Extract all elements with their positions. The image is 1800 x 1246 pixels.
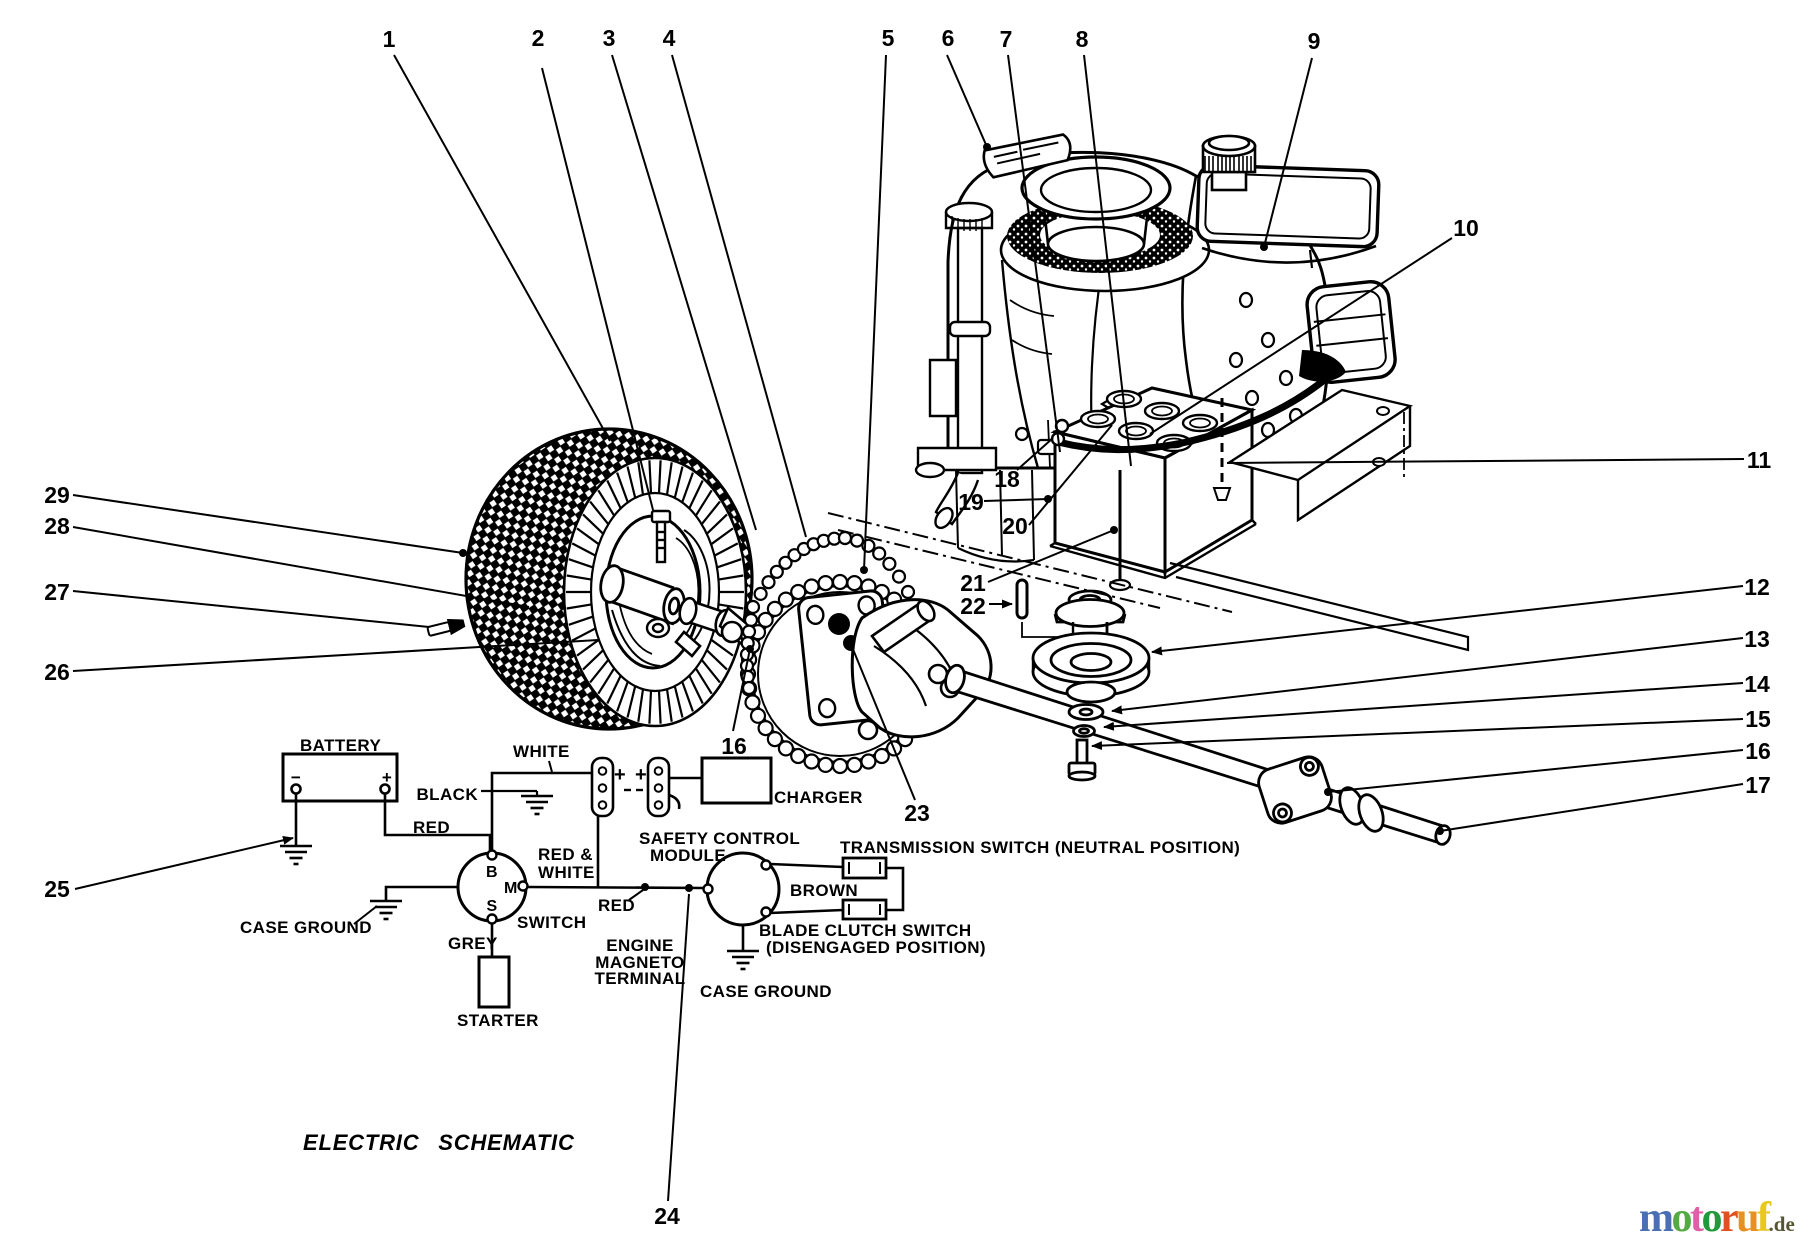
svg-text:SAFETY CONTROL: SAFETY CONTROL [639, 829, 800, 848]
svg-text:1: 1 [383, 26, 396, 52]
svg-text:S: S [486, 898, 497, 915]
svg-text:WHITE: WHITE [538, 863, 595, 882]
svg-text:RED: RED [598, 896, 635, 915]
svg-text:15: 15 [1745, 706, 1771, 732]
svg-text:BLADE CLUTCH SWITCH: BLADE CLUTCH SWITCH [759, 921, 972, 940]
svg-text:CASE GROUND: CASE GROUND [700, 982, 832, 1001]
svg-text:ELECTRIC SCHEMATIC: ELECTRIC SCHEMATIC [303, 1130, 575, 1155]
svg-text:MODULE: MODULE [650, 846, 726, 865]
svg-text:WHITE: WHITE [513, 742, 570, 761]
svg-text:13: 13 [1744, 626, 1770, 652]
svg-text:SWITCH: SWITCH [517, 913, 586, 932]
svg-text:17: 17 [1745, 772, 1771, 798]
svg-text:RED &: RED & [538, 845, 593, 864]
svg-text:motoruf.de: motoruf.de [1639, 1195, 1795, 1241]
svg-text:MAGNETO: MAGNETO [595, 953, 684, 972]
svg-text:+: + [382, 768, 392, 787]
svg-text:B: B [486, 864, 498, 881]
svg-text:14: 14 [1744, 671, 1770, 697]
svg-text:GREY: GREY [448, 934, 498, 953]
svg-text:4: 4 [663, 25, 676, 51]
svg-text:(DISENGAGED POSITION): (DISENGAGED POSITION) [766, 938, 986, 957]
svg-text:22: 22 [960, 593, 986, 619]
svg-text:12: 12 [1744, 574, 1770, 600]
svg-text:8: 8 [1076, 26, 1089, 52]
svg-text:M: M [504, 880, 518, 897]
svg-text:6: 6 [942, 25, 955, 51]
svg-text:CHARGER: CHARGER [774, 788, 863, 807]
svg-text:STARTER: STARTER [457, 1011, 539, 1030]
svg-text:+: + [635, 764, 647, 786]
svg-text:20: 20 [1002, 513, 1028, 539]
svg-text:10: 10 [1453, 215, 1479, 241]
svg-text:19: 19 [958, 489, 984, 515]
svg-text:RED: RED [413, 818, 450, 837]
svg-text:BATTERY: BATTERY [300, 736, 381, 755]
svg-text:26: 26 [44, 659, 70, 685]
svg-text:29: 29 [44, 482, 70, 508]
svg-text:TERMINAL: TERMINAL [594, 969, 685, 988]
svg-text:21: 21 [960, 570, 986, 596]
svg-text:16: 16 [1745, 738, 1771, 764]
svg-text:25: 25 [44, 876, 70, 902]
svg-text:5: 5 [882, 25, 895, 51]
svg-text:27: 27 [44, 579, 70, 605]
svg-text:11: 11 [1747, 447, 1772, 473]
svg-text:CASE GROUND: CASE GROUND [240, 918, 372, 937]
svg-text:9: 9 [1308, 28, 1321, 54]
svg-text:28: 28 [44, 513, 70, 539]
svg-text:TRANSMISSION SWITCH (NEUTRAL P: TRANSMISSION SWITCH (NEUTRAL POSITION) [840, 838, 1240, 857]
svg-text:23: 23 [904, 800, 930, 826]
svg-text:ENGINE: ENGINE [606, 936, 674, 955]
svg-text:BROWN: BROWN [790, 881, 858, 900]
svg-text:3: 3 [603, 25, 616, 51]
svg-text:BLACK: BLACK [417, 785, 479, 804]
svg-text:18: 18 [994, 466, 1020, 492]
svg-text:+: + [614, 764, 626, 786]
svg-text:−: − [291, 768, 301, 787]
svg-text:2: 2 [532, 25, 545, 51]
svg-text:24: 24 [654, 1203, 680, 1229]
svg-text:16: 16 [721, 733, 747, 759]
svg-text:7: 7 [1000, 26, 1013, 52]
